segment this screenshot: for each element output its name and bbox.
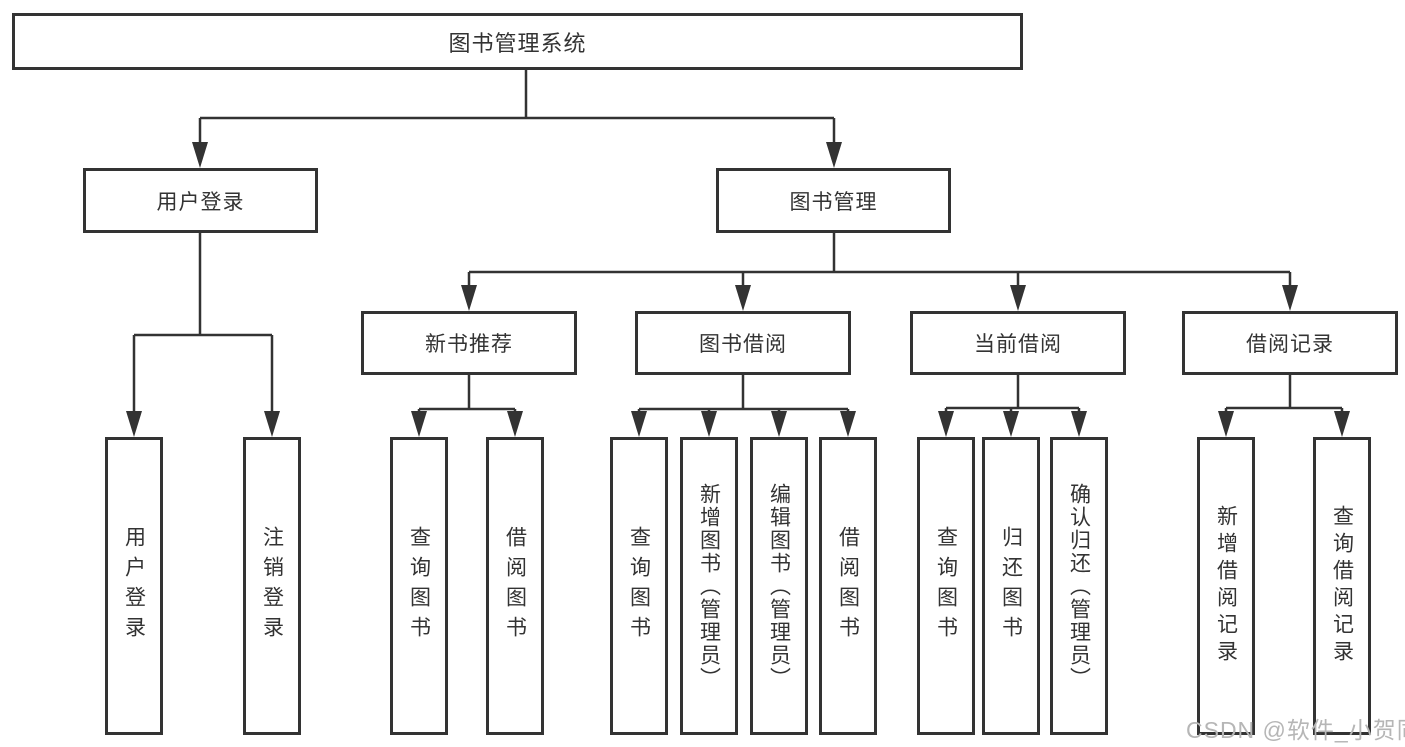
node-leaf-recommend-query-books-label: 查询图书: [407, 526, 431, 646]
node-leaf-user-login: 用户登录: [105, 437, 163, 735]
node-current-borrowing-label: 当前借阅: [974, 333, 1062, 356]
node-user-login-group: 用户登录: [83, 168, 318, 233]
node-leaf-recommend-borrow-books-label: 借阅图书: [503, 526, 527, 646]
node-leaf-recommend-query-books: 查询图书: [390, 437, 448, 735]
csdn-watermark: CSDN @软件_小贺同学: [1186, 717, 1405, 743]
node-leaf-borrowing-edit-books: 编辑图书（管理员）: [750, 437, 808, 735]
node-leaf-borrowing-edit-books-label: 编辑图书（管理员）: [767, 482, 791, 690]
node-leaf-logout-label: 注销登录: [260, 526, 284, 646]
node-root-system: 图书管理系统: [12, 13, 1023, 70]
node-book-management-group-label: 图书管理: [789, 190, 878, 214]
node-leaf-current-return-books-label: 归还图书: [999, 526, 1023, 646]
node-leaf-borrowing-borrow-books-label: 借阅图书: [836, 526, 860, 646]
node-borrowing-records: 借阅记录: [1182, 311, 1398, 375]
node-root-system-label: 图书管理系统: [448, 30, 587, 56]
node-leaf-current-confirm-return-label: 确认归还（管理员）: [1067, 482, 1091, 690]
node-leaf-current-confirm-return: 确认归还（管理员）: [1050, 437, 1108, 735]
node-book-borrowing: 图书借阅: [635, 311, 851, 375]
node-user-login-group-label: 用户登录: [156, 190, 245, 214]
node-new-book-recommend-label: 新书推荐: [425, 333, 513, 356]
node-leaf-logout: 注销登录: [243, 437, 301, 735]
node-leaf-borrowing-query-books-label: 查询图书: [627, 526, 651, 646]
node-leaf-current-query-books-label: 查询图书: [934, 526, 958, 646]
node-leaf-borrowing-add-books-label: 新增图书（管理员）: [697, 482, 721, 690]
node-leaf-current-return-books: 归还图书: [982, 437, 1040, 735]
node-book-management-group: 图书管理: [716, 168, 951, 233]
node-leaf-records-query-label: 查询借阅记录: [1330, 505, 1354, 667]
node-book-borrowing-label: 图书借阅: [699, 333, 787, 356]
node-borrowing-records-label: 借阅记录: [1246, 333, 1334, 356]
node-leaf-records-query: 查询借阅记录: [1313, 437, 1371, 735]
arrowhead-icons: [126, 142, 1350, 437]
node-leaf-borrowing-add-books: 新增图书（管理员）: [680, 437, 738, 735]
node-leaf-records-add: 新增借阅记录: [1197, 437, 1255, 735]
node-leaf-user-login-label: 用户登录: [122, 526, 146, 646]
node-leaf-borrowing-borrow-books: 借阅图书: [819, 437, 877, 735]
node-leaf-records-add-label: 新增借阅记录: [1214, 505, 1238, 667]
node-current-borrowing: 当前借阅: [910, 311, 1126, 375]
node-leaf-recommend-borrow-books: 借阅图书: [486, 437, 544, 735]
node-leaf-current-query-books: 查询图书: [917, 437, 975, 735]
node-leaf-borrowing-query-books: 查询图书: [610, 437, 668, 735]
node-new-book-recommend: 新书推荐: [361, 311, 577, 375]
